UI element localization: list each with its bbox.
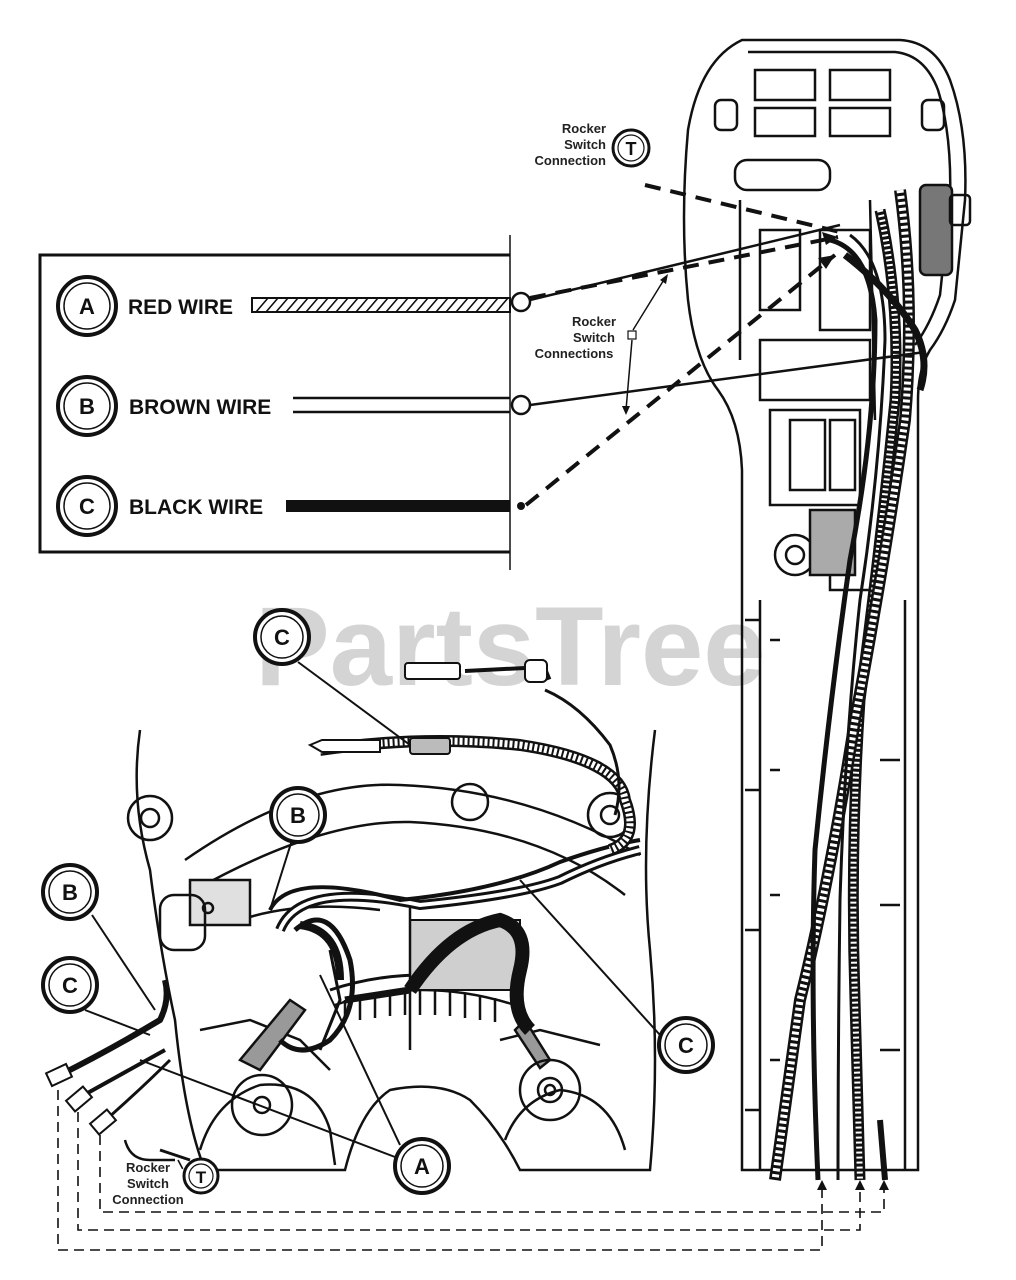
svg-text:C: C	[678, 1033, 694, 1058]
legend-label-red-wire: RED WIRE	[128, 296, 233, 319]
svg-text:C: C	[62, 973, 78, 998]
motor-housing	[126, 729, 657, 1172]
svg-text:Connection: Connection	[535, 153, 607, 168]
motor-wires	[44, 658, 642, 1162]
svg-text:B: B	[62, 880, 78, 905]
svg-text:A: A	[414, 1154, 430, 1179]
dashed-routing-lines	[57, 1090, 885, 1251]
svg-text:Rocker: Rocker	[126, 1160, 170, 1175]
svg-text:Switch: Switch	[127, 1176, 169, 1191]
callout-c-left: C	[41, 956, 99, 1014]
svg-text:Switch: Switch	[564, 137, 606, 152]
svg-text:Connections: Connections	[535, 346, 614, 361]
terminal-t-top: T	[626, 139, 637, 159]
legend-box: A RED WIRE B BROWN WIRE C BLACK WIRE	[38, 235, 511, 570]
legend-item-red-wire: A RED WIRE	[56, 275, 511, 337]
svg-text:Switch: Switch	[573, 330, 615, 345]
svg-text:C: C	[274, 625, 290, 650]
callout-b-center: B	[269, 786, 327, 844]
rocker-switch-label-top: Rocker Switch Connection T	[535, 121, 651, 168]
legend-letter-c: C	[79, 494, 95, 519]
handle-cords	[769, 189, 928, 1181]
legend-label-brown-wire: BROWN WIRE	[129, 396, 271, 419]
connection-lines	[524, 183, 926, 507]
svg-text:Connection: Connection	[112, 1192, 184, 1207]
legend-letter-b: B	[79, 394, 95, 419]
rocker-switch-label-bottom: Rocker Switch Connection T	[112, 1157, 220, 1207]
rocker-switch-label-mid: Rocker Switch Connections	[535, 314, 616, 361]
legend-item-black-wire: C BLACK WIRE	[56, 475, 510, 537]
callout-leaders	[84, 661, 661, 1158]
svg-text:B: B	[290, 803, 306, 828]
terminal-t-bottom: T	[196, 1168, 207, 1187]
watermark: PartsTree	[255, 584, 766, 709]
legend-item-brown-wire: B BROWN WIRE	[56, 375, 510, 437]
callout-c-top: C	[253, 608, 311, 666]
callout-b-left: B	[41, 863, 99, 921]
svg-text:Rocker: Rocker	[562, 121, 606, 136]
legend-letter-a: A	[79, 294, 95, 319]
routing-arrowheads	[817, 1180, 889, 1190]
legend-terminals	[510, 291, 532, 510]
callout-c-right: C	[657, 1016, 715, 1074]
svg-text:Rocker: Rocker	[572, 314, 616, 329]
legend-label-black-wire: BLACK WIRE	[129, 496, 263, 519]
callout-a-bottom: A	[393, 1137, 451, 1195]
